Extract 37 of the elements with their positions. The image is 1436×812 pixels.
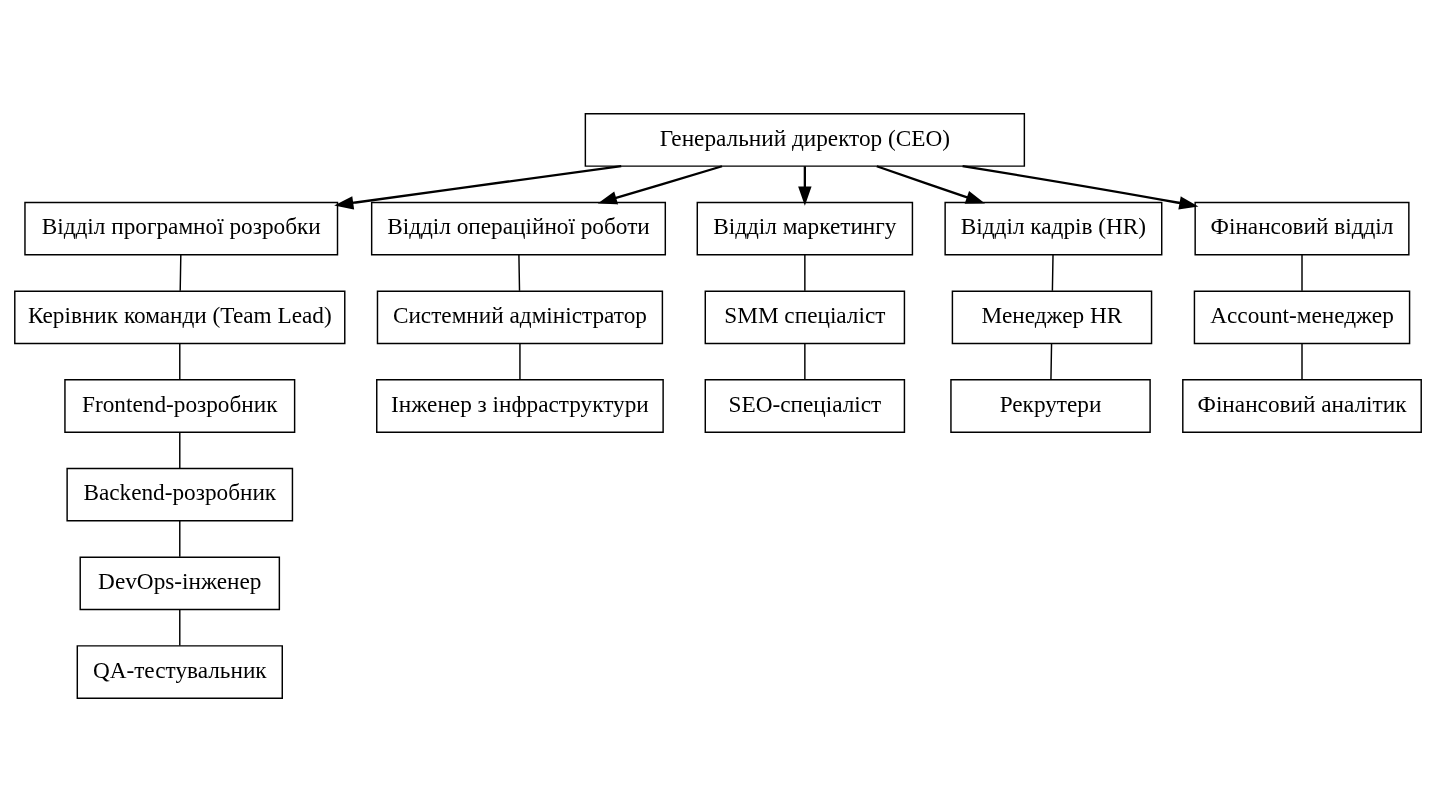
arrow [962, 165, 1199, 210]
arrow [876, 165, 986, 204]
node-box: Фінансовий відділ [1194, 201, 1410, 256]
node-box: Відділ кадрів (HR) [944, 201, 1163, 256]
node-box: DevOps-інженер [79, 556, 281, 611]
connector [1050, 342, 1053, 381]
node-box: Менеджер HR [951, 290, 1153, 345]
connector [804, 254, 806, 292]
arrow [334, 165, 622, 210]
node-box: SEO-спеціаліст [704, 379, 906, 433]
connector [1051, 254, 1054, 292]
connector [179, 608, 181, 647]
node-box: QA-тестувальник [76, 645, 283, 699]
connector [179, 342, 181, 381]
node-box: SMM спеціаліст [704, 290, 906, 345]
connector [1301, 342, 1303, 381]
connector [519, 342, 521, 381]
connector [179, 254, 182, 292]
connector [1301, 254, 1303, 292]
node-box: Backend-розробник [66, 467, 294, 522]
arrow [597, 165, 723, 205]
connector [804, 342, 806, 381]
node-box: Frontend-розробник [64, 379, 296, 433]
node-box: Генеральний директор (CEO) [584, 113, 1026, 167]
node-box: Відділ маркетингу [696, 201, 914, 256]
arrow [798, 166, 812, 206]
node-box: Системний адміністратор [376, 290, 664, 345]
node-box: Account-менеджер [1193, 290, 1411, 345]
node-box: Відділ операційної роботи [370, 201, 667, 256]
connector [179, 520, 181, 558]
node-box: Рекрутери [950, 379, 1151, 433]
node-box: Відділ програмної розробки [24, 201, 339, 256]
connector [518, 254, 521, 292]
node-box: Керівник команди (Team Lead) [14, 290, 346, 345]
node-box: Інженер з інфраструктури [376, 379, 664, 433]
connector [179, 431, 181, 469]
node-box: Фінансовий аналітик [1182, 379, 1422, 433]
